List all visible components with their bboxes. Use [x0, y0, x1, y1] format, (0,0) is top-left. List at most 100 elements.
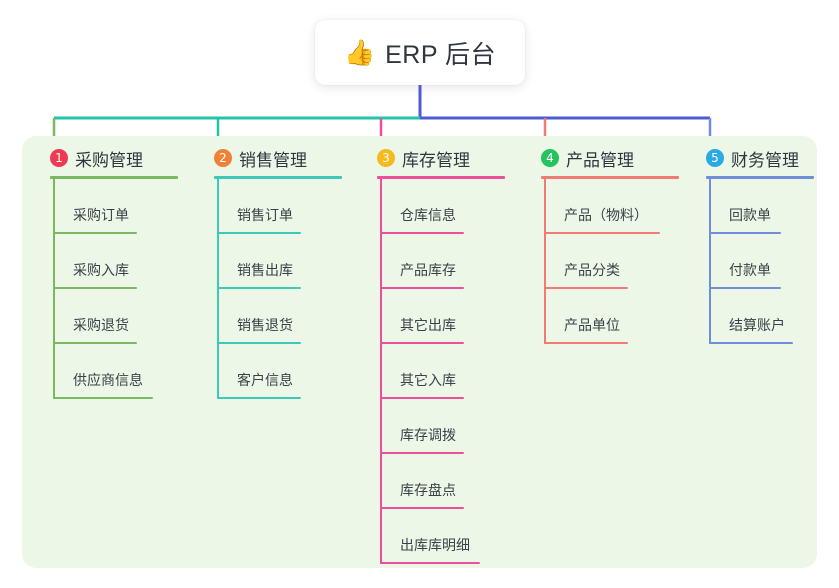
branch-column: 5 财务管理回款单付款单结算账户: [692, 145, 822, 344]
branch-number-badge: 3: [377, 149, 395, 167]
branch-header-rule: [541, 176, 679, 179]
branch-column: 3 库存管理仓库信息产品库存其它出库其它入库库存调拨库存盘点出库库明细: [363, 145, 513, 564]
branch-title: 采购管理: [75, 150, 143, 170]
branch-leaf-rule: [380, 562, 480, 564]
branch-body: 产品（物料） 产品分类产品单位: [527, 179, 687, 344]
branch-leaf-label: 采购退货: [73, 317, 129, 333]
branch-leaf-label: 采购入库: [73, 262, 129, 278]
branch-number-badge: 1: [50, 149, 68, 167]
branch-header[interactable]: 3 库存管理: [363, 145, 513, 171]
branch-leaf-item[interactable]: 其它入库: [363, 344, 513, 399]
branch-leaf-rule: [544, 287, 628, 289]
branch-leaf-item[interactable]: 销售订单: [200, 179, 350, 234]
branch-leaf-rule: [380, 232, 464, 234]
branch-leaf-rule: [53, 397, 153, 399]
branch-leaf-rule: [380, 342, 464, 344]
branch-title: 产品管理: [566, 150, 634, 170]
branch-leaf-item[interactable]: 销售退货: [200, 289, 350, 344]
branch-leaf-label: 库存调拨: [400, 427, 456, 443]
branch-spine: [709, 179, 711, 344]
branch-leaf-rule: [217, 397, 301, 399]
branch-leaf-label: 库存盘点: [400, 482, 456, 498]
branch-leaf-item[interactable]: 产品（物料）: [527, 179, 687, 234]
branch-header-rule: [706, 176, 814, 179]
branch-header-rule: [214, 176, 342, 179]
branch-leaf-label: 采购订单: [73, 207, 129, 223]
branch-leaf-label: 客户信息: [237, 372, 293, 388]
branch-title: 销售管理: [239, 150, 307, 170]
branch-leaf-item[interactable]: 产品库存: [363, 234, 513, 289]
branch-leaf-label: 其它入库: [400, 372, 456, 388]
branch-leaf-item[interactable]: 回款单: [692, 179, 822, 234]
branch-leaf-item[interactable]: 采购订单: [36, 179, 186, 234]
branch-leaf-item[interactable]: 产品分类: [527, 234, 687, 289]
branch-leaf-item[interactable]: 结算账户: [692, 289, 822, 344]
branch-leaf-rule: [380, 287, 464, 289]
branch-number-badge: 4: [541, 149, 559, 167]
branch-leaf-rule: [380, 452, 464, 454]
branch-spine: [217, 179, 219, 399]
branch-leaf-label: 销售退货: [237, 317, 293, 333]
branch-header[interactable]: 2 销售管理: [200, 145, 350, 171]
branch-leaf-rule: [544, 232, 660, 234]
branch-leaf-label: 结算账户: [729, 317, 785, 333]
branch-leaf-rule: [380, 507, 464, 509]
branch-leaf-rule: [53, 342, 137, 344]
branch-leaf-item[interactable]: 采购入库: [36, 234, 186, 289]
branch-number-badge: 2: [214, 149, 232, 167]
branch-number-badge: 5: [706, 149, 724, 167]
branch-column: 4 产品管理产品（物料） 产品分类产品单位: [527, 145, 687, 344]
branch-leaf-label: 销售订单: [237, 207, 293, 223]
branch-title: 库存管理: [402, 150, 470, 170]
diagram-panel: [22, 136, 817, 568]
branch-leaf-item[interactable]: 客户信息: [200, 344, 350, 399]
branch-body: 采购订单采购入库采购退货供应商信息: [36, 179, 186, 399]
branch-header[interactable]: 1 采购管理: [36, 145, 186, 171]
branch-spine: [544, 179, 546, 344]
branch-leaf-label: 回款单: [729, 207, 771, 223]
branch-header[interactable]: 4 产品管理: [527, 145, 687, 171]
branch-leaf-label: 产品单位: [564, 317, 620, 333]
branch-leaf-rule: [544, 342, 628, 344]
branch-leaf-rule: [709, 342, 793, 344]
branch-leaf-rule: [217, 232, 301, 234]
branch-header-rule: [50, 176, 178, 179]
branch-leaf-label: 产品（物料）: [564, 207, 648, 223]
branch-leaf-label: 销售出库: [237, 262, 293, 278]
branch-spine: [380, 179, 382, 564]
branch-leaf-label: 其它出库: [400, 317, 456, 333]
branch-leaf-label: 出库库明细: [400, 537, 470, 553]
branch-leaf-rule: [53, 287, 137, 289]
branch-leaf-item[interactable]: 产品单位: [527, 289, 687, 344]
branch-body: 销售订单销售出库销售退货客户信息: [200, 179, 350, 399]
branch-leaf-label: 产品分类: [564, 262, 620, 278]
branch-leaf-item[interactable]: 付款单: [692, 234, 822, 289]
branch-leaf-rule: [53, 232, 137, 234]
branch-title: 财务管理: [731, 150, 799, 170]
branch-leaf-rule: [380, 397, 464, 399]
branch-header-rule: [377, 176, 505, 179]
root-node-title: ERP 后台: [385, 40, 497, 69]
branch-leaf-label: 仓库信息: [400, 207, 456, 223]
branch-column: 1 采购管理采购订单采购入库采购退货供应商信息: [36, 145, 186, 399]
branch-leaf-label: 供应商信息: [73, 372, 143, 388]
root-node-card[interactable]: 👍 ERP 后台: [315, 20, 525, 85]
branch-leaf-label: 付款单: [729, 262, 771, 278]
branch-body: 回款单付款单结算账户: [692, 179, 822, 344]
branch-column: 2 销售管理销售订单销售出库销售退货客户信息: [200, 145, 350, 399]
branch-leaf-rule: [709, 287, 781, 289]
branch-leaf-item[interactable]: 出库库明细: [363, 509, 513, 564]
branch-leaf-item[interactable]: 采购退货: [36, 289, 186, 344]
branch-spine: [53, 179, 55, 399]
thumbs-up-icon: 👍: [343, 38, 376, 67]
branch-leaf-item[interactable]: 销售出库: [200, 234, 350, 289]
branch-header[interactable]: 5 财务管理: [692, 145, 822, 171]
branch-leaf-item[interactable]: 库存盘点: [363, 454, 513, 509]
branch-leaf-rule: [217, 287, 301, 289]
branch-leaf-item[interactable]: 供应商信息: [36, 344, 186, 399]
branch-leaf-item[interactable]: 仓库信息: [363, 179, 513, 234]
branch-leaf-item[interactable]: 库存调拨: [363, 399, 513, 454]
branch-leaf-item[interactable]: 其它出库: [363, 289, 513, 344]
branch-body: 仓库信息产品库存其它出库其它入库库存调拨库存盘点出库库明细: [363, 179, 513, 564]
branch-leaf-rule: [217, 342, 301, 344]
